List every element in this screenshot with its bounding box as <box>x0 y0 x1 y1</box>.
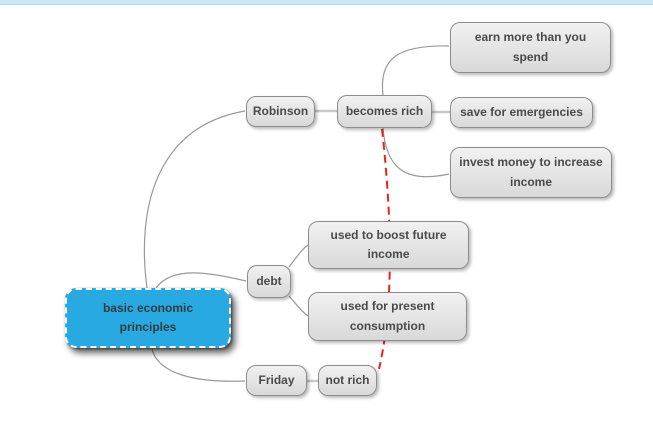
node-label-boost: used to boost future income <box>330 227 447 261</box>
top-accent-bar <box>0 0 653 5</box>
mindmap-node-robinson[interactable]: Robinson <box>246 96 315 127</box>
node-label-earn-more: earn more than you spend <box>474 30 587 64</box>
connector-root-to-friday <box>151 348 246 382</box>
mindmap-node-earn-more[interactable]: earn more than you spend <box>450 22 611 73</box>
node-label-friday: Friday <box>258 372 295 387</box>
node-label-root: basic economic principles <box>102 300 194 334</box>
connector-root-to-debt <box>155 272 247 289</box>
connector-root-to-robinson <box>143 110 246 289</box>
mindmap-node-root[interactable]: basic economic principles <box>65 288 231 348</box>
node-label-invest: invest money to increase income <box>459 155 603 189</box>
connector-debt-to-consumption <box>288 295 309 317</box>
node-label-save: save for emergencies <box>460 104 583 119</box>
mindmap-node-consumption[interactable]: used for present consumption <box>308 292 467 341</box>
mindmap-node-invest[interactable]: invest money to increase income <box>450 147 612 198</box>
node-label-consumption: used for present consumption <box>340 299 435 333</box>
connector-becomesrich-to-earn <box>381 45 450 96</box>
node-label-robinson: Robinson <box>252 103 309 118</box>
node-label-debt: debt <box>256 273 282 288</box>
mindmap-node-boost[interactable]: used to boost future income <box>308 221 469 269</box>
mindmap-node-not-rich[interactable]: not rich <box>318 365 377 396</box>
mindmap-node-debt[interactable]: debt <box>247 265 291 298</box>
mindmap-node-becomes-rich[interactable]: becomes rich <box>337 95 432 128</box>
node-label-becomes-rich: becomes rich <box>345 103 424 118</box>
mindmap-node-friday[interactable]: Friday <box>246 365 307 396</box>
connector-becomesrich-to-invest <box>382 127 450 178</box>
node-label-not-rich: not rich <box>325 372 370 387</box>
mindmap-node-save[interactable]: save for emergencies <box>450 97 593 128</box>
connector-debt-to-boost <box>288 244 309 268</box>
